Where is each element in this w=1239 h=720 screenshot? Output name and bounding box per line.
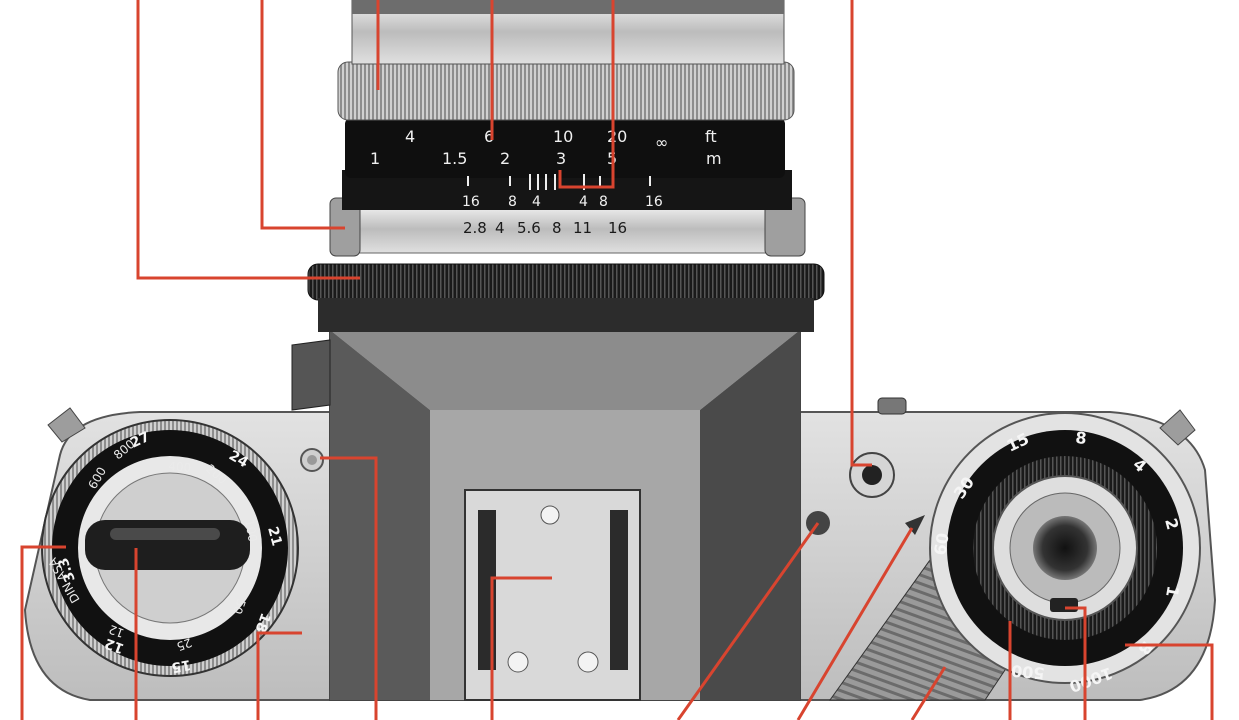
aperture-label: 16 bbox=[608, 219, 627, 237]
aperture-label: 11 bbox=[573, 219, 592, 237]
aperture-label: 5.6 bbox=[517, 219, 541, 237]
shutter-speed-label: 2 bbox=[1161, 516, 1182, 532]
film-dial-outer-label: 3.3 bbox=[55, 555, 79, 584]
dof-right-label: 16 bbox=[645, 194, 663, 210]
leader-line-self-timer bbox=[676, 522, 820, 720]
film-dial-outer-label: 21 bbox=[264, 525, 284, 548]
shutter-dial-index-tab bbox=[1050, 598, 1078, 612]
film-speed-dial bbox=[41, 419, 299, 677]
callout-leader-lines bbox=[20, 0, 1214, 720]
accessory-shoe bbox=[464, 489, 641, 701]
leader-line-depth-of-field bbox=[558, 0, 615, 189]
lens-filter-thread bbox=[352, 0, 784, 14]
shutter-speed-dial bbox=[929, 412, 1201, 684]
dof-left-label: 4 bbox=[532, 194, 541, 210]
meter-scale-label: m bbox=[706, 149, 722, 168]
lens-release-lever bbox=[291, 339, 331, 411]
shutter-speed-label: 8 bbox=[1075, 428, 1088, 448]
shutter-release-socket bbox=[1033, 516, 1097, 580]
focus-grip-ring bbox=[337, 61, 795, 121]
feet-scale-label: 20 bbox=[607, 127, 627, 146]
left-strap-lug bbox=[47, 407, 86, 443]
lens-mount-base bbox=[318, 298, 814, 332]
prism-left-facet bbox=[330, 330, 430, 700]
shutter-speed-label: 1 bbox=[1162, 584, 1183, 598]
aperture-label: 8 bbox=[552, 219, 562, 237]
prism-top-facet bbox=[330, 330, 800, 410]
leader-line-shutter-speed-scale bbox=[1125, 643, 1214, 720]
prism-right-facet bbox=[700, 330, 800, 700]
meter-scale-label: 1 bbox=[370, 149, 380, 168]
dof-left-label: 8 bbox=[508, 194, 517, 210]
shutter-index-mark bbox=[905, 515, 925, 535]
right-strap-lug bbox=[1159, 409, 1196, 446]
aperture-label: 2.8 bbox=[463, 219, 487, 237]
rewind-knob-base bbox=[877, 397, 907, 415]
leader-line-shutter-release bbox=[850, 0, 872, 467]
film-dial-outer-label: 18 bbox=[252, 611, 274, 635]
leader-line-index-mark bbox=[796, 527, 914, 720]
leader-line-flash-socket bbox=[320, 456, 378, 720]
dof-left-label: 16 bbox=[462, 194, 480, 210]
feet-scale-label: 4 bbox=[405, 127, 415, 146]
rewind-crank-highlight bbox=[110, 528, 220, 540]
feet-scale-label: 10 bbox=[553, 127, 573, 146]
leader-line-aperture-ring bbox=[260, 0, 345, 230]
leader-line-film-dial-index bbox=[256, 631, 302, 720]
shutter-speed-label: 60 bbox=[930, 531, 953, 556]
depth-of-field-scale: 16 8 4 4 8 16 bbox=[462, 194, 663, 210]
film-dial-inner-label: 12 bbox=[107, 622, 126, 640]
leader-line-film-speed-dial bbox=[20, 545, 66, 720]
meter-scale-label: 2 bbox=[500, 149, 510, 168]
film-dial-outer-label: 12 bbox=[103, 635, 127, 657]
rewind-crank bbox=[85, 520, 250, 570]
aperture-ring bbox=[334, 204, 798, 254]
film-dial-inner-label: 50 bbox=[230, 597, 248, 616]
focusing-ring bbox=[345, 118, 785, 178]
lens-assembly bbox=[307, 0, 825, 332]
film-dial-inner-label: 400 bbox=[168, 459, 192, 475]
film-dial-inner-label: 25 bbox=[175, 635, 194, 653]
leader-line-shutter-socket bbox=[1065, 606, 1087, 720]
feet-scale-label: 6 bbox=[484, 127, 494, 146]
film-dial-outer-label: 27 bbox=[128, 429, 152, 452]
leader-line-lens-mount bbox=[136, 0, 360, 280]
feet-scale-label: ft bbox=[705, 127, 717, 146]
film-speed-outer-scale: 27 24 21 18 15 12 3.3 bbox=[55, 429, 284, 675]
depth-of-field-ticks bbox=[467, 174, 651, 190]
leader-line-accessory-shoe bbox=[490, 576, 552, 720]
meter-scale-label: 1.5 bbox=[442, 149, 467, 168]
meter-scale-label: 3 bbox=[556, 149, 566, 168]
lens-mount-ring bbox=[307, 263, 825, 301]
flash-sync-socket-inner bbox=[307, 455, 317, 465]
shutter-release-button-center bbox=[862, 465, 882, 485]
film-dial-outer-label: 15 bbox=[170, 656, 192, 675]
aperture-scale: 2.8 4 5.6 8 11 16 bbox=[463, 219, 627, 237]
feet-scale-label: ∞ bbox=[655, 133, 668, 152]
leader-line-advance-lever bbox=[910, 666, 947, 720]
dof-right-label: 8 bbox=[599, 194, 608, 210]
dof-right-label: 4 bbox=[579, 194, 588, 210]
shutter-speed-label: 500 bbox=[1010, 661, 1045, 683]
aperture-label: 4 bbox=[495, 219, 505, 237]
film-dial-inner-label: 100 bbox=[242, 518, 260, 543]
